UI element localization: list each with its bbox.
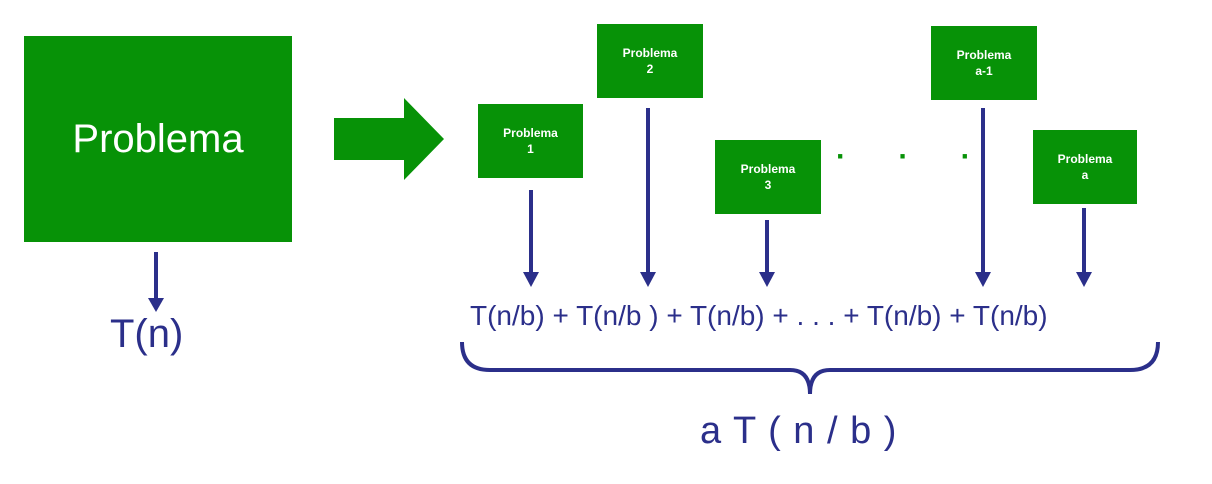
subproblem-index: 1	[527, 142, 534, 156]
result-expression: a T ( n / b )	[700, 410, 897, 452]
main-cost-label: T(n)	[110, 312, 184, 356]
sub3-down-arrow-head	[759, 272, 775, 287]
subproblem-index: a-1	[975, 64, 993, 78]
sub2-down-arrow-head	[640, 272, 656, 287]
subproblem-a-box: Problema a	[1033, 130, 1137, 204]
main-problem-box: Problema	[24, 36, 292, 242]
ellipsis-dots: · · ·	[836, 140, 993, 173]
main-problem-label: Problema	[72, 117, 244, 161]
subproblem-1-box: Problema 1	[478, 104, 583, 178]
sub-a-1-down-arrow-head	[975, 272, 991, 287]
subproblem-label: Problema	[1057, 151, 1113, 166]
subproblem-label: Problema	[740, 161, 796, 176]
subproblem-2-box: Problema 2	[597, 24, 703, 98]
sub-a-down-arrow-head	[1076, 272, 1092, 287]
subproblem-label: Problema	[622, 45, 678, 60]
subproblem-index: a	[1081, 168, 1089, 182]
curly-brace	[460, 341, 1160, 395]
sum-expression: T(n/b) + T(n/b ) + T(n/b) + . . . + T(n/…	[470, 300, 1048, 331]
subproblem-a-1-box: Problema a-1	[931, 26, 1037, 100]
subproblem-3-box: Problema 3	[715, 140, 821, 214]
main-down-arrow-head	[148, 298, 164, 312]
subproblem-label: Problema	[956, 47, 1012, 62]
subproblem-index: 3	[764, 178, 772, 192]
sub1-down-arrow-head	[523, 272, 539, 287]
subproblem-label: Problema	[503, 125, 558, 140]
split-arrow-icon	[334, 98, 444, 180]
subproblem-index: 2	[646, 62, 654, 76]
